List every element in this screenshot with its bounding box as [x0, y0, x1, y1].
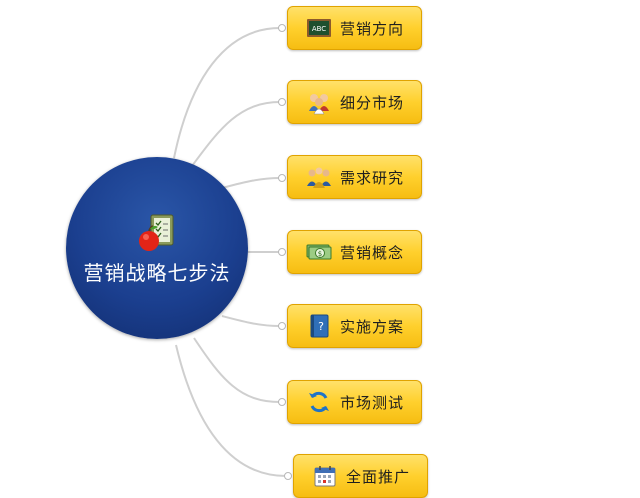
- branch-connector-knob: [278, 174, 286, 182]
- branch-implementation-plan[interactable]: ? 实施方案: [287, 304, 422, 348]
- connector-line: [175, 344, 287, 477]
- team-meeting-icon: [307, 167, 331, 188]
- svg-text:?: ?: [318, 320, 324, 333]
- branch-label: 全面推广: [346, 467, 411, 486]
- branch-connector-knob: [278, 24, 286, 32]
- connector-line: [221, 315, 281, 327]
- branch-connector-knob: [284, 472, 292, 480]
- central-topic[interactable]: 营销战略七步法: [66, 157, 248, 339]
- question-book-icon: ?: [310, 314, 329, 338]
- connector-line: [193, 337, 281, 403]
- branch-connector-knob: [278, 248, 286, 256]
- svg-text:$: $: [318, 250, 322, 258]
- branch-label: 需求研究: [340, 168, 405, 187]
- branch-demand-research[interactable]: 需求研究: [287, 155, 422, 199]
- branch-connector-knob: [278, 322, 286, 330]
- branch-label: 营销方向: [340, 19, 405, 38]
- branch-market-segmentation[interactable]: 细分市场: [287, 80, 422, 124]
- branch-connector-knob: [278, 398, 286, 406]
- branch-connector-knob: [278, 98, 286, 106]
- people-group-icon: [309, 94, 329, 115]
- refresh-arrows-icon: [309, 391, 329, 413]
- dollar-banknote-icon: $: [306, 244, 332, 260]
- svg-text:ABC: ABC: [312, 25, 326, 33]
- connector-line: [173, 27, 281, 159]
- branch-marketing-concept[interactable]: $ 营销概念: [287, 230, 422, 274]
- central-topic-title: 营销战略七步法: [83, 261, 231, 285]
- branch-label: 营销概念: [340, 243, 405, 262]
- connector-line: [191, 101, 281, 167]
- abc-chalkboard-icon: ABC: [307, 19, 331, 37]
- branch-marketing-direction[interactable]: ABC 营销方向: [287, 6, 422, 50]
- connector-line: [221, 177, 281, 189]
- branch-label: 细分市场: [340, 93, 405, 112]
- branch-label: 市场测试: [340, 393, 405, 412]
- branch-market-testing[interactable]: 市场测试: [287, 380, 422, 424]
- calendar-icon: [314, 466, 336, 487]
- apple-on-checklist-icon: [139, 214, 174, 251]
- branch-full-rollout[interactable]: 全面推广: [293, 454, 428, 498]
- branch-label: 实施方案: [340, 317, 405, 336]
